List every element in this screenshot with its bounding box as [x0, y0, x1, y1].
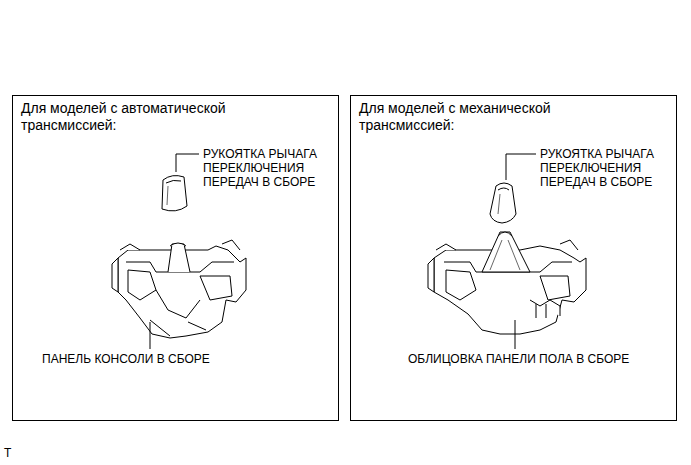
figure-code: T [4, 446, 34, 460]
part-name: РУКОЯТКА РЫЧАГА ПЕРЕКЛЮЧЕНИЯ ПЕРЕДАЧ В С… [203, 147, 331, 189]
shift-knob-at [162, 176, 187, 211]
part-name: ОБЛИЦОВКА ПАНЕЛИ ПОЛА В СБОРЕ [408, 352, 668, 366]
panel-heading: Для моделей с автоматической трансмиссие… [13, 96, 289, 138]
model-panel: Для моделей с автоматической трансмиссие… [12, 95, 339, 421]
floor-panel-mt [428, 232, 586, 334]
console-panel-at [112, 240, 246, 338]
panel-heading: Для моделей с механической трансмиссией: [351, 96, 627, 138]
model-panel: Для моделей с механической трансмиссией: [350, 95, 677, 421]
part-name: РУКОЯТКА РЫЧАГА ПЕРЕКЛЮЧЕНИЯ ПЕРЕДАЧ В С… [540, 147, 670, 189]
shift-knob-mt [490, 183, 516, 223]
part-name: ПАНЕЛЬ КОНСОЛИ В СБОРЕ [42, 352, 302, 366]
